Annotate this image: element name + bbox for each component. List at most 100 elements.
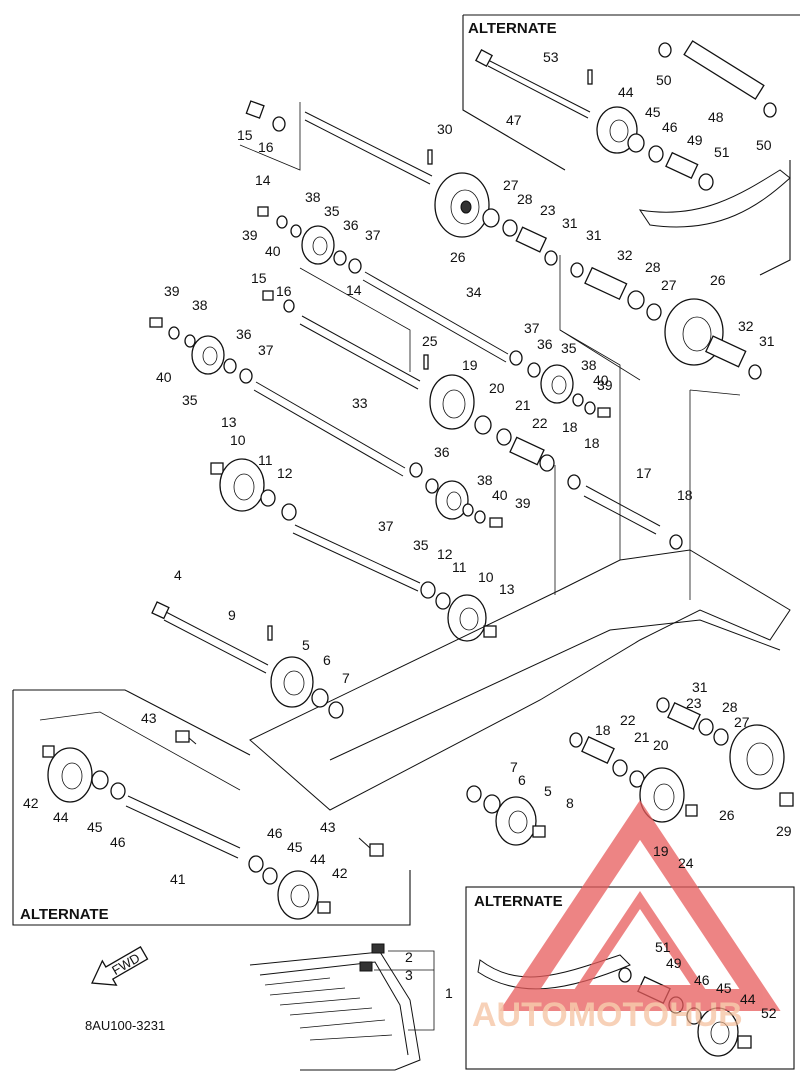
callout-1: 1 — [445, 985, 453, 1001]
callout-36: 36 — [537, 336, 553, 352]
callout-32: 32 — [738, 318, 754, 334]
callout-9: 9 — [228, 607, 236, 623]
callout-15: 15 — [251, 270, 267, 286]
callout-11: 11 — [452, 559, 467, 575]
callout-31: 31 — [562, 215, 578, 231]
front-assembly — [151, 601, 344, 745]
drive-track: FWD 8AU100-3231 — [85, 943, 435, 1071]
callout-11: 11 — [258, 452, 273, 468]
callout-49: 49 — [666, 955, 682, 971]
callout-5: 5 — [544, 783, 552, 799]
callout-46: 46 — [662, 119, 678, 135]
callout-36: 36 — [343, 217, 359, 233]
callout-16: 16 — [258, 139, 274, 155]
callout-41: 41 — [170, 871, 186, 887]
callout-52: 52 — [761, 1005, 777, 1021]
callout-34: 34 — [466, 284, 482, 300]
callout-16: 16 — [276, 283, 292, 299]
callout-25: 25 — [422, 333, 438, 349]
callout-38: 38 — [305, 189, 321, 205]
callout-40: 40 — [492, 487, 508, 503]
callout-10: 10 — [478, 569, 494, 585]
callout-29: 29 — [776, 823, 792, 839]
callout-14: 14 — [346, 282, 362, 298]
callout-45: 45 — [87, 819, 103, 835]
callout-20: 20 — [653, 737, 669, 753]
callout-8: 8 — [566, 795, 574, 811]
callout-5: 5 — [302, 637, 310, 653]
callout-39: 39 — [597, 377, 613, 393]
diagram-code: 8AU100-3231 — [85, 1018, 165, 1033]
callout-44: 44 — [53, 809, 69, 825]
callout-31: 31 — [759, 333, 775, 349]
callout-23: 23 — [686, 695, 702, 711]
callout-33: 33 — [352, 395, 368, 411]
callout-38: 38 — [581, 357, 597, 373]
callout-24: 24 — [678, 855, 694, 871]
callout-46: 46 — [110, 834, 126, 850]
callout-2: 2 — [405, 949, 413, 965]
callout-43: 43 — [320, 819, 336, 835]
callout-26: 26 — [450, 249, 466, 265]
callout-28: 28 — [722, 699, 738, 715]
callout-6: 6 — [323, 652, 331, 668]
watermark-logo: AUTOMOTOHUB — [472, 800, 781, 1034]
callout-30: 30 — [437, 121, 453, 137]
callout-27: 27 — [661, 277, 677, 293]
callout-35: 35 — [182, 392, 198, 408]
callout-18: 18 — [677, 487, 693, 503]
callout-12: 12 — [277, 465, 293, 481]
callout-39: 39 — [164, 283, 180, 299]
callout-17: 17 — [636, 465, 652, 481]
callout-20: 20 — [489, 380, 505, 396]
callout-50: 50 — [656, 72, 672, 88]
callout-45: 45 — [287, 839, 303, 855]
callout-40: 40 — [265, 243, 281, 259]
callout-38: 38 — [477, 472, 493, 488]
callout-49: 49 — [687, 132, 703, 148]
callout-10: 10 — [230, 432, 246, 448]
callout-44: 44 — [740, 991, 756, 1007]
callout-13: 13 — [499, 581, 515, 597]
callout-21: 21 — [515, 397, 531, 413]
callout-13: 13 — [221, 414, 237, 430]
callout-26: 26 — [710, 272, 726, 288]
callout-32: 32 — [617, 247, 633, 263]
callout-37: 37 — [524, 320, 540, 336]
callout-40: 40 — [156, 369, 172, 385]
callout-50: 50 — [756, 137, 772, 153]
callout-15: 15 — [237, 127, 253, 143]
callout-21: 21 — [634, 729, 650, 745]
alternate-box-left: ALTERNATE — [12, 689, 411, 926]
callout-46: 46 — [267, 825, 283, 841]
callout-26: 26 — [719, 807, 735, 823]
lower-right-assembly — [466, 697, 794, 846]
callout-35: 35 — [413, 537, 429, 553]
callout-43: 43 — [141, 710, 157, 726]
callout-36: 36 — [434, 444, 450, 460]
callout-51: 51 — [655, 939, 671, 955]
alternate-label-left: ALTERNATE — [20, 906, 109, 923]
upper-assembly — [239, 100, 762, 380]
callout-37: 37 — [258, 342, 274, 358]
callout-38: 38 — [192, 297, 208, 313]
callout-12: 12 — [437, 546, 453, 562]
callout-3: 3 — [405, 967, 413, 983]
callout-31: 31 — [692, 679, 708, 695]
callout-39: 39 — [515, 495, 531, 511]
fwd-arrow: FWD — [91, 946, 149, 986]
callout-46: 46 — [694, 972, 710, 988]
callout-18: 18 — [584, 435, 600, 451]
callout-7: 7 — [510, 759, 518, 775]
callout-27: 27 — [503, 177, 519, 193]
frame-rails — [249, 255, 791, 811]
callout-23: 23 — [540, 202, 556, 218]
watermark-text: AUTOMOTOHUB — [472, 996, 743, 1034]
callout-48: 48 — [708, 109, 724, 125]
callout-18: 18 — [595, 722, 611, 738]
alternate-box-top: ALTERNATE — [462, 14, 800, 276]
callout-51: 51 — [714, 144, 730, 160]
callout-6: 6 — [518, 772, 526, 788]
callout-4: 4 — [174, 567, 182, 583]
